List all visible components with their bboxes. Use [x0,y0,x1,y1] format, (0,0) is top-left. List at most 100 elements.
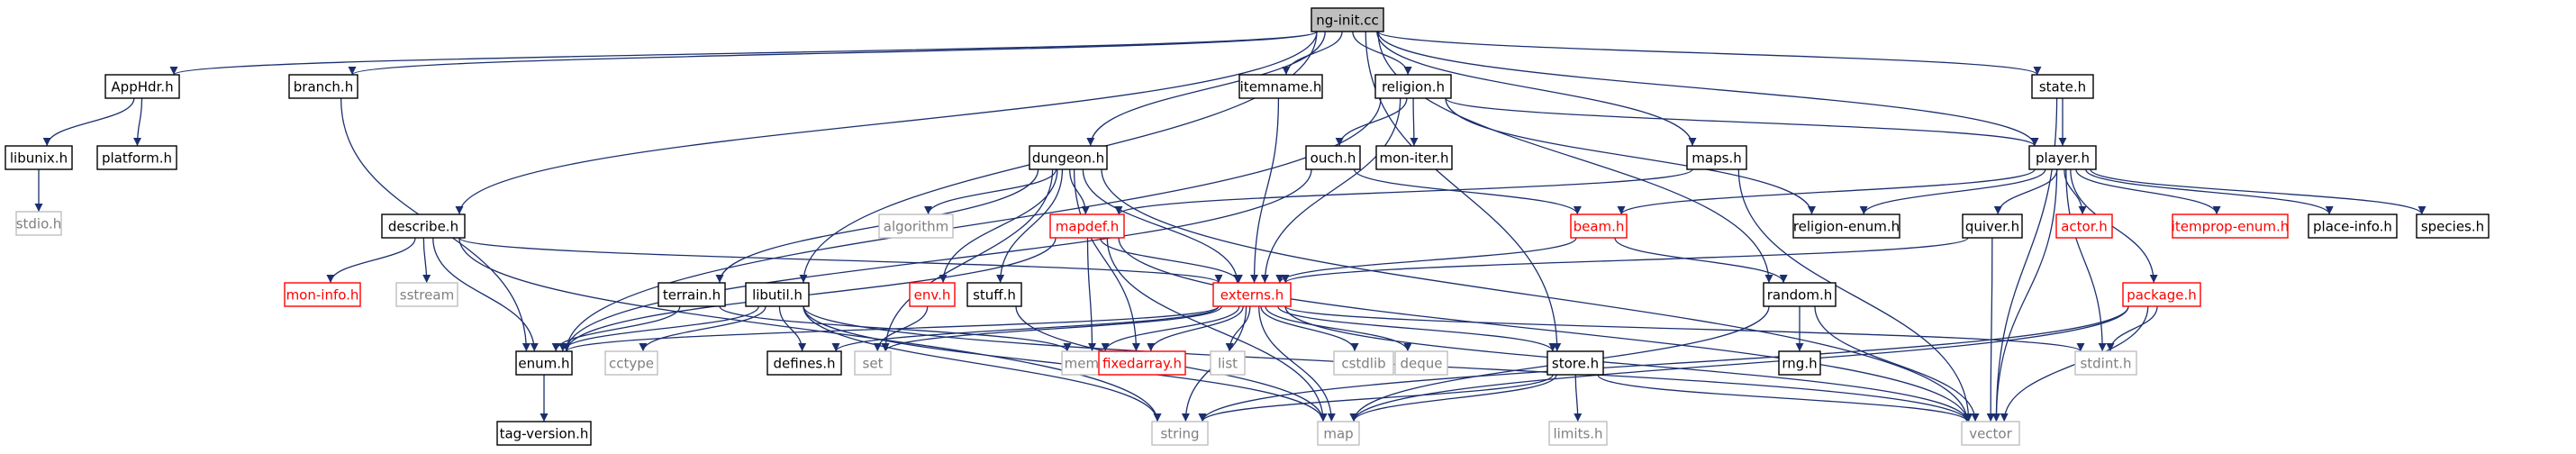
node-label-stdint: stdint.h [2080,356,2131,372]
edge-externs-to-store [1277,305,1557,352]
edge-ouch-to-enum [562,168,1312,352]
edge-store-to-map [1349,374,1557,422]
edge-describe-to-string [458,237,1162,422]
node-package[interactable]: package.h [2122,282,2201,307]
node-fixedarray[interactable]: fixedarray.h [1098,350,1186,376]
node-label-mapdef: mapdef.h [1056,219,1120,235]
node-religion[interactable]: religion.h [1374,74,1452,99]
node-label-branch: branch.h [294,79,353,95]
node-species[interactable]: species.h [2416,213,2490,239]
node-label-enum: enum.h [518,356,569,372]
node-label-itemname: itemname.h [1240,79,1322,95]
node-libutil[interactable]: libutil.h [745,282,810,307]
node-box-string [1151,421,1209,446]
node-libunix[interactable]: libunix.h [5,145,73,170]
node-label-cstdlib: cstdlib [1341,356,1385,372]
node-box-religion [1374,74,1452,99]
edge-describe-to-mon-info [326,237,416,284]
node-box-branch [288,74,358,99]
edge-ng-init-to-branch [348,31,1318,76]
node-box-mapdef [1049,213,1125,239]
edge-quiver-to-vector [1986,237,1995,422]
node-box-list [1210,350,1246,376]
node-tag-version[interactable]: tag-version.h [496,421,592,446]
edge-religion-to-player [1445,97,2039,147]
node-box-actor [2055,213,2113,239]
node-algorithm: algorithm [878,213,954,239]
node-label-fixedarray: fixedarray.h [1102,356,1182,372]
node-state[interactable]: state.h [2031,74,2094,99]
node-describe[interactable]: describe.h [381,213,466,239]
edge-mapdef-to-memory [1086,237,1097,352]
node-externs[interactable]: externs.h [1212,282,1292,307]
edge-externs-to-set [881,305,1222,352]
node-label-describe: describe.h [388,219,458,235]
node-religion-enum[interactable]: religion-enum.h [1792,213,1900,239]
node-box-state [2031,74,2094,99]
node-random[interactable]: random.h [1763,282,1837,307]
node-string: string [1151,421,1209,446]
node-maps[interactable]: maps.h [1686,145,1747,170]
node-mapdef[interactable]: mapdef.h [1049,213,1125,239]
node-itemprop-enum[interactable]: itemprop-enum.h [2172,213,2290,239]
node-box-cstdlib [1333,350,1394,376]
node-quiver[interactable]: quiver.h [1962,213,2023,239]
edge-ng-init-to-state [1377,31,2042,76]
edge-player-to-beam [1617,168,2036,215]
node-terrain[interactable]: terrain.h [658,282,726,307]
node-stdio: stdio.h [15,211,62,236]
node-branch[interactable]: branch.h [288,74,358,99]
node-label-libutil: libutil.h [752,287,803,304]
node-box-beam [1570,213,1628,239]
node-label-store: store.h [1552,356,1599,372]
node-label-libunix: libunix.h [10,150,68,167]
node-env[interactable]: env.h [909,282,956,307]
node-store[interactable]: store.h [1547,350,1604,376]
node-dungeon[interactable]: dungeon.h [1029,145,1108,170]
node-platform[interactable]: platform.h [96,145,177,170]
node-box-package [2122,282,2201,307]
edge-ouch-to-beam [1353,168,1582,215]
node-defines[interactable]: defines.h [766,350,842,376]
edge-dungeon-to-mapdef [1069,168,1090,215]
edge-libutil-to-cctype [639,305,766,352]
node-sstream: sstream [395,282,458,307]
node-ouch[interactable]: ouch.h [1305,145,1361,170]
node-enum[interactable]: enum.h [515,350,573,376]
node-label-vector: vector [1969,426,2012,442]
node-box-stdint [2074,350,2137,376]
node-list: list [1210,350,1246,376]
node-actor[interactable]: actor.h [2055,213,2113,239]
edge-dungeon-to-stuff [996,168,1064,284]
node-mon-iter[interactable]: mon-iter.h [1375,145,1453,170]
edge-externs-to-fixedarray [1147,305,1244,352]
edge-describe-to-enum [432,237,539,352]
node-label-map: map [1323,426,1353,442]
node-label-deque: deque [1400,356,1442,372]
node-box-libunix [5,145,73,170]
node-place-info[interactable]: place-info.h [2308,213,2398,239]
edge-externs-to-map [1258,305,1336,422]
node-label-mon-info: mon-info.h [286,287,359,304]
edge-externs-to-memory [1101,305,1240,352]
edge-maps-to-mapdef [1114,168,1693,215]
node-rng[interactable]: rng.h [1778,350,1821,376]
edge-ng-init-to-dungeon [1086,31,1326,147]
node-AppHdr[interactable]: AppHdr.h [104,74,180,99]
node-player[interactable]: player.h [2028,145,2097,170]
node-stuff[interactable]: stuff.h [966,282,1022,307]
node-label-string: string [1160,426,1199,442]
node-label-species: species.h [2421,219,2484,235]
edge-itemname-to-externs [1250,97,1280,284]
node-beam[interactable]: beam.h [1570,213,1628,239]
edge-dungeon-to-set [881,168,1054,352]
node-mon-info[interactable]: mon-info.h [284,282,361,307]
edge-ng-init-to-AppHdr [169,31,1318,76]
node-ng-init[interactable]: ng-init.cc [1311,7,1384,32]
node-box-ng-init [1311,7,1384,32]
edge-libutil-to-defines [778,305,807,352]
edge-AppHdr-to-libunix [42,97,135,147]
node-box-place-info [2308,213,2398,239]
node-itemname[interactable]: itemname.h [1238,74,1323,99]
node-box-rng [1778,350,1821,376]
